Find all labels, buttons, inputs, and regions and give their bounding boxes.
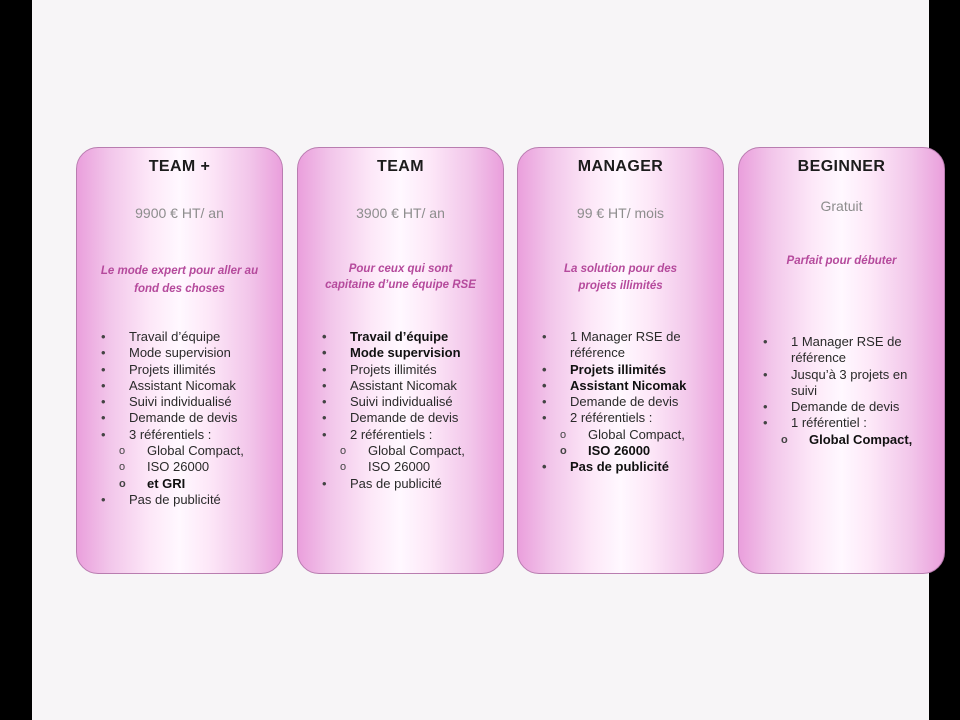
feature-item: 1 référentiel : (763, 415, 934, 432)
feature-list: Travail d’équipeMode supervisionProjets … (322, 329, 493, 492)
feature-list: 1 Manager RSE de référenceJusqu’à 3 proj… (763, 334, 934, 448)
plan-tagline: Parfait pour débuter (786, 255, 897, 267)
feature-subitem: Global Compact, (322, 443, 493, 460)
feature-item: 1 Manager RSE de référence (542, 329, 713, 362)
plan-card-team-plus: TEAM + 9900 € HT/ an Le mode expert pour… (76, 147, 283, 574)
feature-item: Assistant Nicomak (542, 378, 713, 395)
plan-tagline: La solution pour des projets illimités (563, 263, 678, 292)
feature-list: 1 Manager RSE de référenceProjets illimi… (542, 329, 713, 476)
feature-item: Pas de publicité (542, 459, 713, 476)
plan-price: 3900 € HT/ an (356, 205, 445, 221)
plan-name: BEGINNER (797, 158, 886, 175)
plan-price: 99 € HT/ mois (576, 205, 665, 221)
feature-item: Projets illimités (101, 362, 272, 379)
feature-item: Demande de devis (763, 399, 934, 416)
plan-price: 9900 € HT/ an (135, 205, 224, 221)
feature-item: Projets illimités (322, 362, 493, 379)
feature-item: Mode supervision (101, 345, 272, 362)
feature-item: Demande de devis (322, 410, 493, 427)
plan-card-beginner: BEGINNER Gratuit Parfait pour débuter 1 … (738, 147, 945, 574)
feature-subitem: ISO 26000 (322, 459, 493, 476)
plan-name: TEAM + (148, 158, 211, 175)
plan-tagline: Pour ceux qui sont capitaine d’une équip… (325, 263, 476, 291)
feature-subitem: Global Compact, (101, 443, 272, 460)
feature-subitem: et GRI (101, 476, 272, 493)
feature-item: Demande de devis (542, 394, 713, 411)
feature-item: Travail d’équipe (101, 329, 272, 346)
feature-item: Pas de publicité (101, 492, 272, 509)
feature-item: Jusqu’à 3 projets en suivi (763, 367, 934, 400)
feature-item: 2 référentiels : (322, 427, 493, 444)
feature-item: Suivi individualisé (101, 394, 272, 411)
feature-item: Mode supervision (322, 345, 493, 362)
feature-item: Assistant Nicomak (101, 378, 272, 395)
plan-card-manager: MANAGER 99 € HT/ mois La solution pour d… (517, 147, 724, 574)
pricing-plans: TEAM + 9900 € HT/ an Le mode expert pour… (76, 147, 946, 577)
feature-item: 1 Manager RSE de référence (763, 334, 934, 367)
feature-list: Travail d’équipeMode supervisionProjets … (101, 329, 272, 509)
slide: TEAM + 9900 € HT/ an Le mode expert pour… (32, 0, 945, 720)
feature-item: 3 référentiels : (101, 427, 272, 444)
feature-subitem: Global Compact, (763, 432, 934, 449)
feature-item: Demande de devis (101, 410, 272, 427)
feature-subitem: ISO 26000 (101, 459, 272, 476)
feature-subitem: Global Compact, (542, 427, 713, 444)
plan-price: Gratuit (820, 198, 863, 214)
plan-name: MANAGER (577, 158, 664, 175)
feature-item: Assistant Nicomak (322, 378, 493, 395)
feature-item: Travail d’équipe (322, 329, 493, 346)
plan-card-team: TEAM 3900 € HT/ an Pour ceux qui sont ca… (297, 147, 504, 574)
feature-subitem: ISO 26000 (542, 443, 713, 460)
feature-item: Suivi individualisé (322, 394, 493, 411)
plan-name: TEAM (377, 158, 424, 175)
plan-tagline: Le mode expert pour aller au fond des ch… (100, 265, 259, 295)
feature-item: 2 référentiels : (542, 410, 713, 427)
feature-item: Projets illimités (542, 362, 713, 379)
feature-item: Pas de publicité (322, 476, 493, 493)
